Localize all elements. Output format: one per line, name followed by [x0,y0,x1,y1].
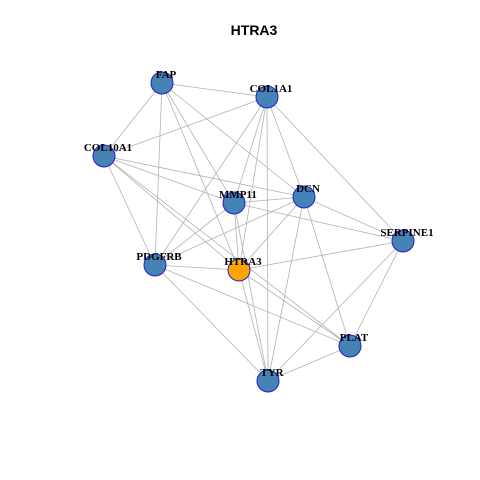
edge-fap-htra3 [161,82,240,271]
node-serpine1[interactable]: SERPINE1 [380,227,434,253]
node-col10a1[interactable]: COL10A1 [84,142,132,168]
edge-col10a1-mmp11 [103,155,235,204]
edge-htra3-plat [238,269,351,347]
edge-pdgfrb-htra3 [154,264,240,271]
edge-dcn-serpine1 [303,196,404,242]
edge-col1a1-tyr [266,96,269,382]
edge-fap-pdgfrb [154,82,163,266]
edge-fap-col1a1 [161,82,268,98]
edge-serpine1-htra3 [238,240,404,271]
node-circle[interactable] [92,144,116,168]
edge-dcn-tyr [267,196,305,382]
edge-fap-mmp11 [161,82,235,204]
edge-pdgfrb-tyr [154,264,269,382]
node-circle[interactable] [222,191,246,215]
edge-mmp11-dcn [233,196,305,204]
edge-col1a1-mmp11 [233,96,268,204]
node-label: SERPINE1 [380,227,433,239]
edge-htra3-tyr [238,269,269,382]
node-circle[interactable] [143,253,167,277]
node-tyr[interactable]: TYR [256,367,285,393]
node-circle[interactable] [150,71,174,95]
node-label: PDGFRB [136,251,182,263]
edge-col10a1-htra3 [103,155,240,271]
edge-fap-col10a1 [103,82,163,157]
edge-col10a1-dcn [103,155,305,198]
node-label: COL1A1 [250,83,293,95]
node-label: COL10A1 [84,142,132,154]
graph-title: HTRA3 [231,22,278,38]
edge-col1a1-col10a1 [103,96,268,157]
edge-mmp11-tyr [233,202,269,382]
node-circle[interactable] [227,258,251,282]
node-circle[interactable] [292,185,316,209]
node-fap[interactable]: FAP [150,69,177,95]
node-dcn[interactable]: DCN [292,183,320,209]
node-label: MMP11 [219,189,257,201]
edge-col10a1-pdgfrb [103,155,156,266]
edge-col10a1-plat [103,155,351,347]
edge-col1a1-htra3 [238,96,268,271]
edge-col1a1-dcn [266,96,305,198]
node-circle[interactable] [256,369,280,393]
edge-fap-dcn [161,82,305,198]
node-label: PLAT [340,332,369,344]
edge-serpine1-plat [349,240,404,347]
node-col1a1[interactable]: COL1A1 [250,83,293,109]
node-htra3[interactable]: HTRA3 [224,256,262,282]
node-circle[interactable] [338,334,362,358]
edge-plat-tyr [267,345,351,382]
node-label: TYR [260,367,284,379]
edge-dcn-plat [303,196,351,347]
node-plat[interactable]: PLAT [338,332,369,358]
edge-dcn-htra3 [238,196,305,271]
node-label: DCN [296,183,320,195]
node-mmp11[interactable]: MMP11 [219,189,257,215]
edge-pdgfrb-plat [154,264,351,347]
edge-dcn-pdgfrb [154,196,305,266]
edge-mmp11-pdgfrb [154,202,235,266]
node-pdgfrb[interactable]: PDGFRB [136,251,182,277]
edge-col1a1-pdgfrb [154,96,268,266]
edge-col1a1-serpine1 [266,96,404,242]
edge-mmp11-serpine1 [233,202,404,242]
node-circle[interactable] [391,229,415,253]
node-circle[interactable] [255,85,279,109]
edge-serpine1-tyr [267,240,404,382]
node-label: HTRA3 [224,256,262,268]
node-label: FAP [156,69,177,81]
edge-layer [103,82,404,382]
